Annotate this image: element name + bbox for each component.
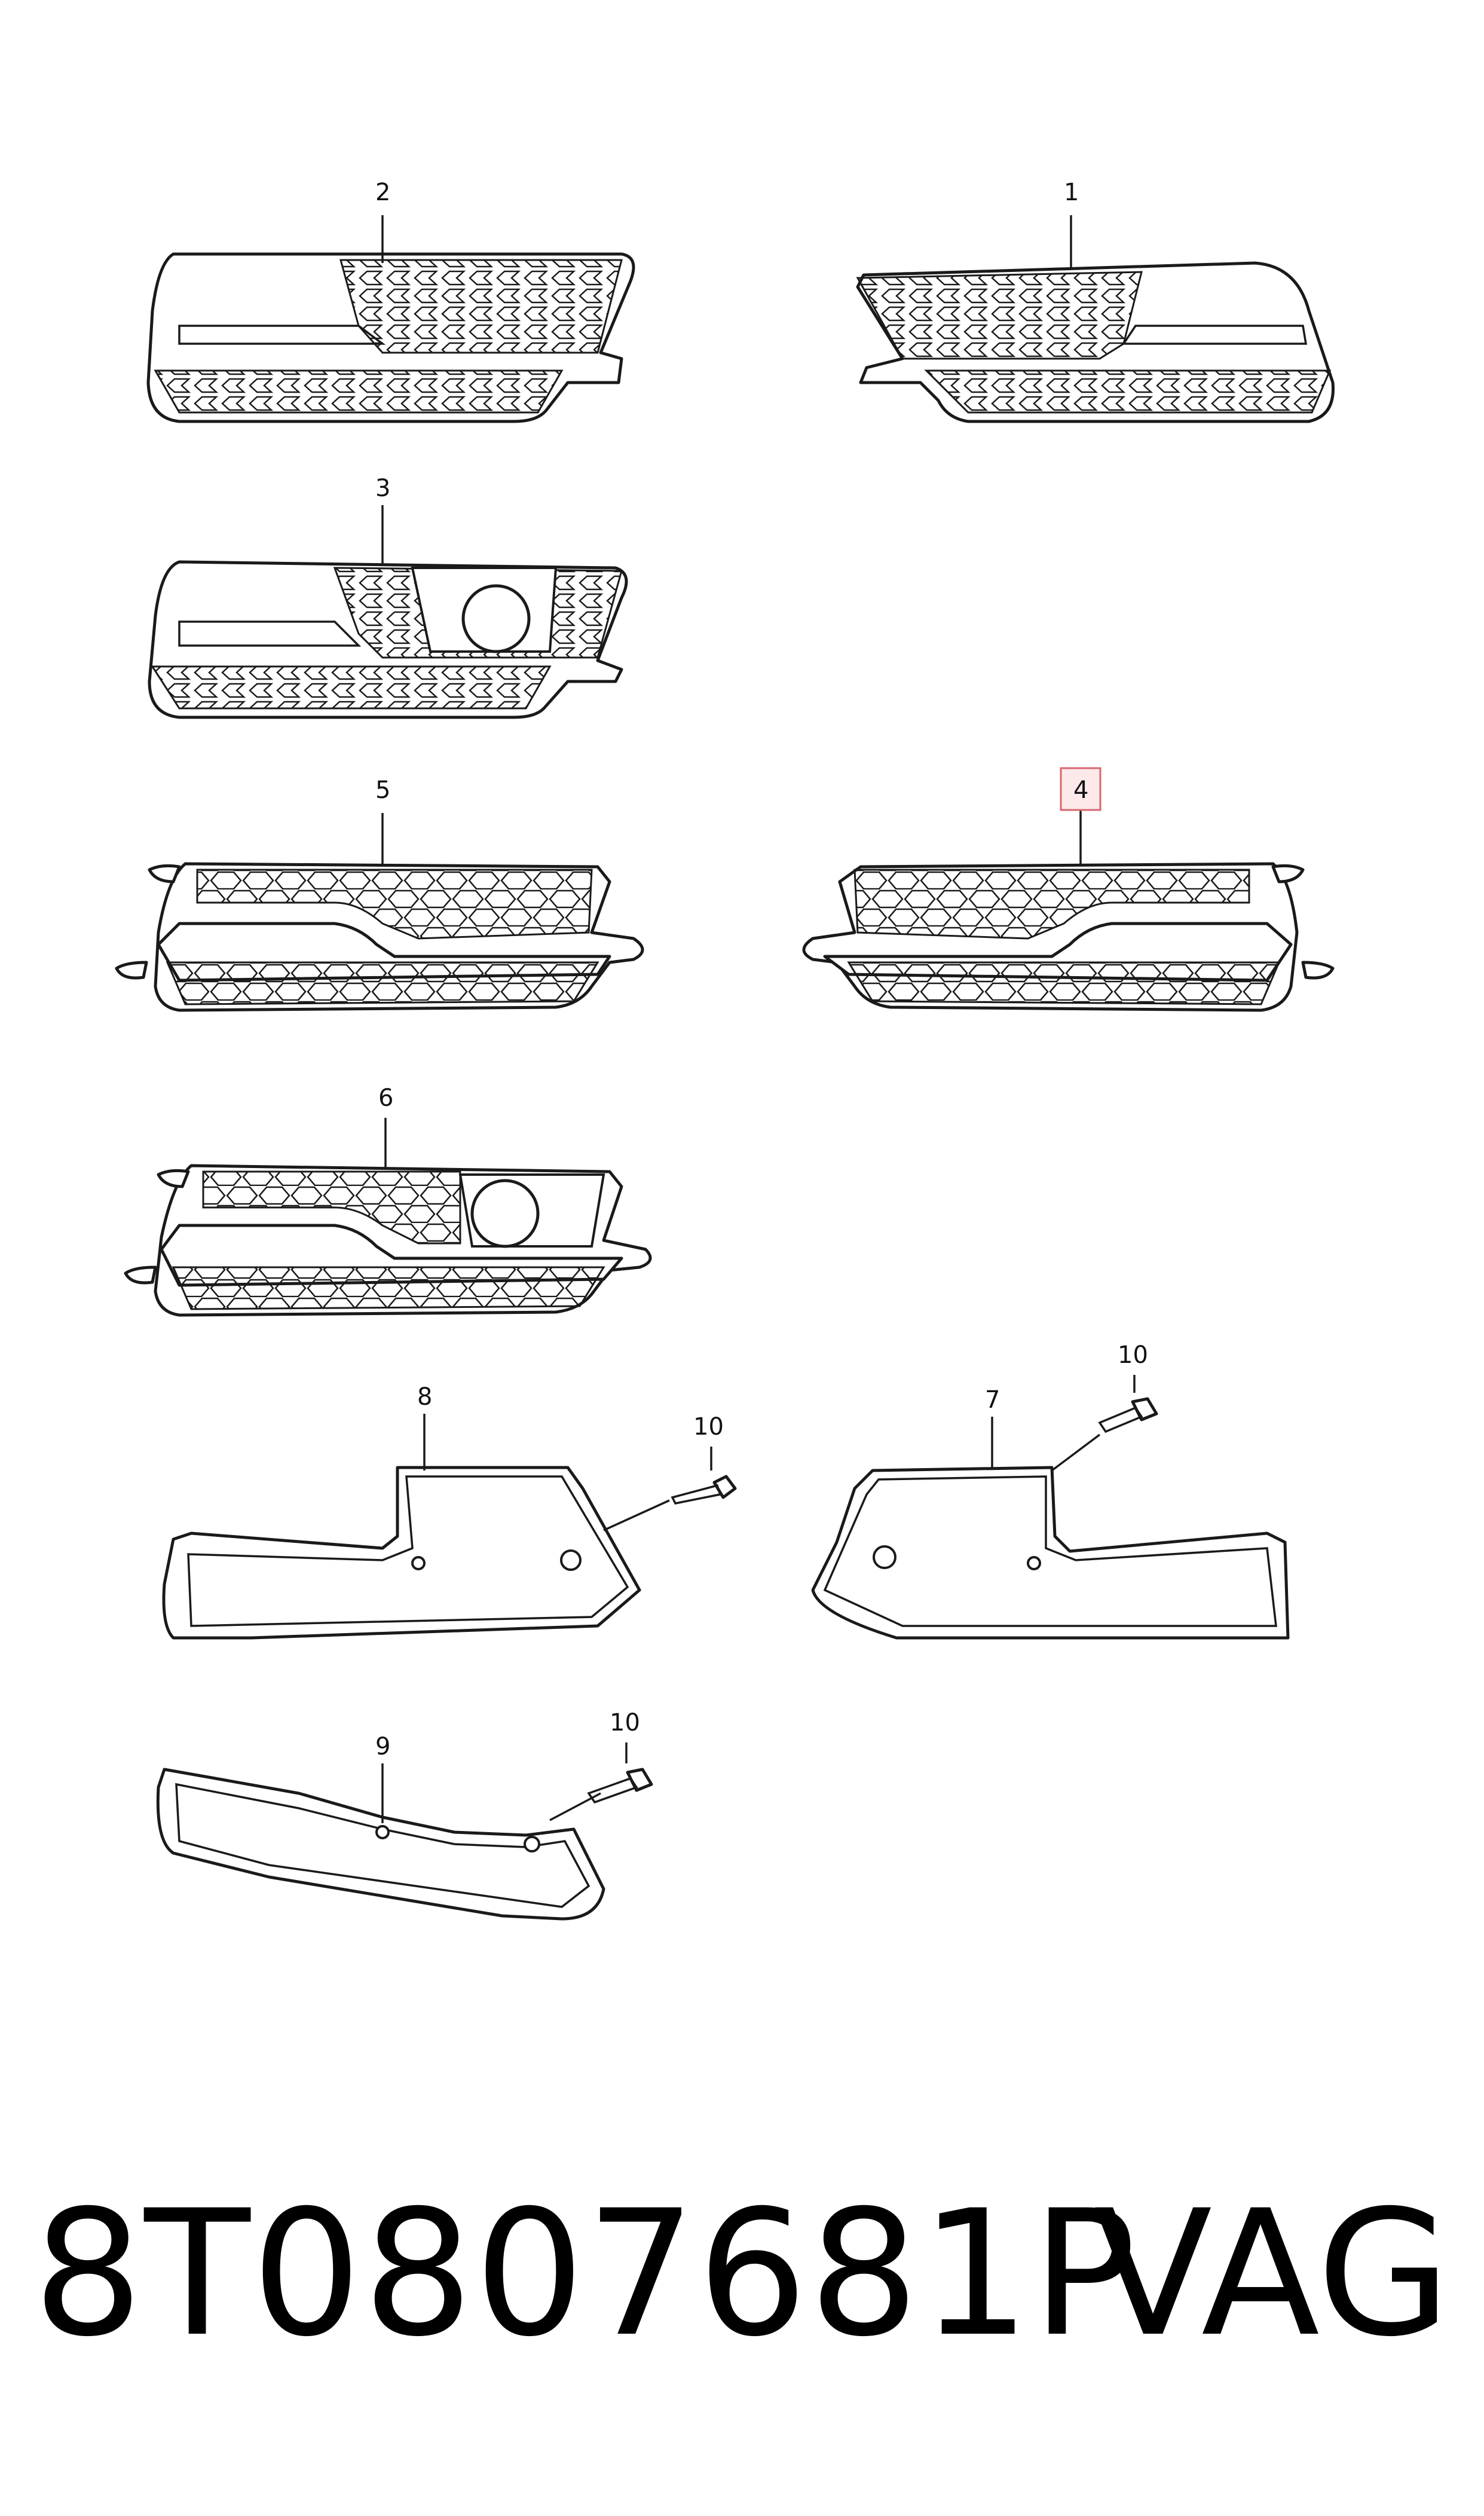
part-7-bracket	[811, 1417, 1290, 1640]
callout-1: 1	[1064, 179, 1079, 206]
callout-4: 4	[1073, 776, 1088, 804]
callout-6: 6	[378, 1084, 393, 1112]
part-3-grille-fog-lamp	[148, 505, 628, 719]
callout-10-a: 10	[693, 1413, 724, 1441]
part-8-bracket	[162, 1414, 670, 1640]
part-1-grille	[856, 215, 1335, 423]
callout-2: 2	[375, 179, 390, 206]
part-number: 8T0807681P	[33, 2173, 1138, 2375]
screw-10-c	[587, 1742, 653, 1804]
callout-3: 3	[375, 475, 390, 502]
callout-4-highlight	[1060, 767, 1101, 811]
part-2-grille	[146, 215, 635, 423]
screw-10-b	[1098, 1375, 1158, 1433]
part-6-grille-honeycomb-fog-lamp	[124, 1118, 652, 1317]
part-4-grille-honeycomb	[802, 810, 1335, 1012]
callout-8: 8	[417, 1383, 432, 1411]
part-9-trim-strip	[156, 1763, 605, 1921]
brand-label: VAG	[1094, 2173, 1451, 2375]
screw-10-a	[671, 1447, 737, 1505]
callout-9: 9	[375, 1733, 390, 1760]
callout-7: 7	[985, 1386, 1000, 1414]
part-5-grille-honeycomb	[115, 813, 644, 1012]
callout-5: 5	[375, 776, 390, 804]
callout-10-b: 10	[1118, 1341, 1148, 1369]
callout-10-c: 10	[610, 1709, 640, 1737]
